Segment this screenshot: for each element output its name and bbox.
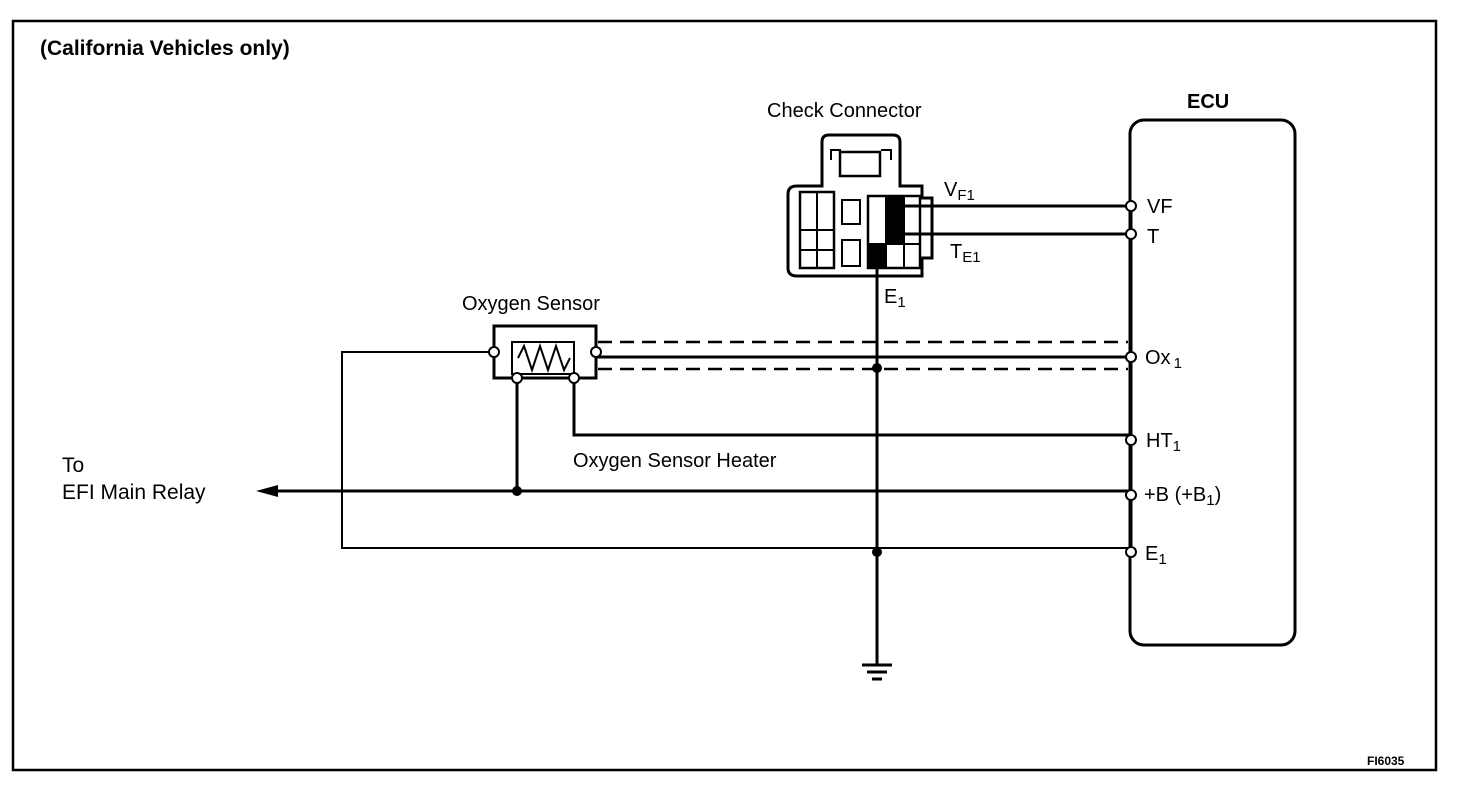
ecu-label-ox1-sub: 1 [1174, 355, 1182, 372]
pin-label-te1-main: T [950, 241, 962, 263]
ecu-label-ht1-main: HT [1146, 430, 1173, 452]
junction-node [872, 547, 882, 557]
ecu-terminal-ox1 [1125, 351, 1137, 363]
ecu-terminal-b [1125, 489, 1137, 501]
ecu-label-ox1-main: Ox [1145, 347, 1171, 369]
pin-label-e1: E1 [884, 286, 906, 311]
junction-node [872, 363, 882, 373]
pin-label-e1-sub: 1 [897, 294, 905, 311]
pin-label-te1: TE1 [950, 241, 981, 266]
pin-label-vf1: VF1 [944, 179, 975, 204]
ecu-label-b-main: +B (+B [1144, 484, 1206, 506]
figure-code: FI6035 [1367, 754, 1405, 768]
ecu-label-b-sub: 1 [1206, 492, 1214, 509]
pin-label-vf1-sub: F1 [957, 187, 975, 204]
ecu-label-b-close: ) [1215, 484, 1222, 506]
ecu-terminal-e1 [1125, 546, 1137, 558]
pin-label-vf1-main: V [944, 179, 958, 201]
ecu-label-t: T [1147, 226, 1159, 248]
pin-label-e1-main: E [884, 286, 897, 308]
relay-arrow-icon [256, 485, 278, 497]
sensor-terminal [568, 372, 580, 384]
oxygen-sensor-label: Oxygen Sensor [462, 293, 600, 315]
wire-sensor-ground [341, 351, 1131, 549]
sensor-terminal [488, 346, 500, 358]
ecu-label-e1-sub: 1 [1158, 551, 1166, 568]
diagram-frame [11, 19, 1438, 772]
check-connector-label: Check Connector [767, 100, 922, 122]
wire-ht1 [572, 378, 1131, 437]
ecu-label-ht1: HT1 [1146, 430, 1181, 455]
ecu-label-b: +B (+B1) [1144, 484, 1221, 509]
ecu-label-vf: VF [1147, 196, 1173, 218]
ground-icon [862, 663, 892, 681]
relay-label-line1: To [62, 454, 84, 477]
ecu-label: ECU [1187, 91, 1229, 113]
pin-label-te1-sub: E1 [962, 249, 980, 266]
oxygen-sensor [492, 324, 598, 380]
junction-node [512, 486, 522, 496]
relay-label-line2: EFI Main Relay [62, 481, 206, 504]
check-connector [786, 133, 934, 278]
ecu-terminal-ht1 [1125, 434, 1137, 446]
ecu-terminal-vf [1125, 200, 1137, 212]
diagram-title: (California Vehicles only) [40, 37, 290, 60]
ecu-label-ht1-sub: 1 [1173, 438, 1181, 455]
ecu-label-e1-main: E [1145, 543, 1158, 565]
ecu-label-e1: E1 [1145, 543, 1167, 568]
sensor-terminal [511, 372, 523, 384]
ecu-terminal-t [1125, 228, 1137, 240]
oxygen-sensor-heater-label: Oxygen Sensor Heater [573, 450, 777, 472]
sensor-terminal [590, 346, 602, 358]
